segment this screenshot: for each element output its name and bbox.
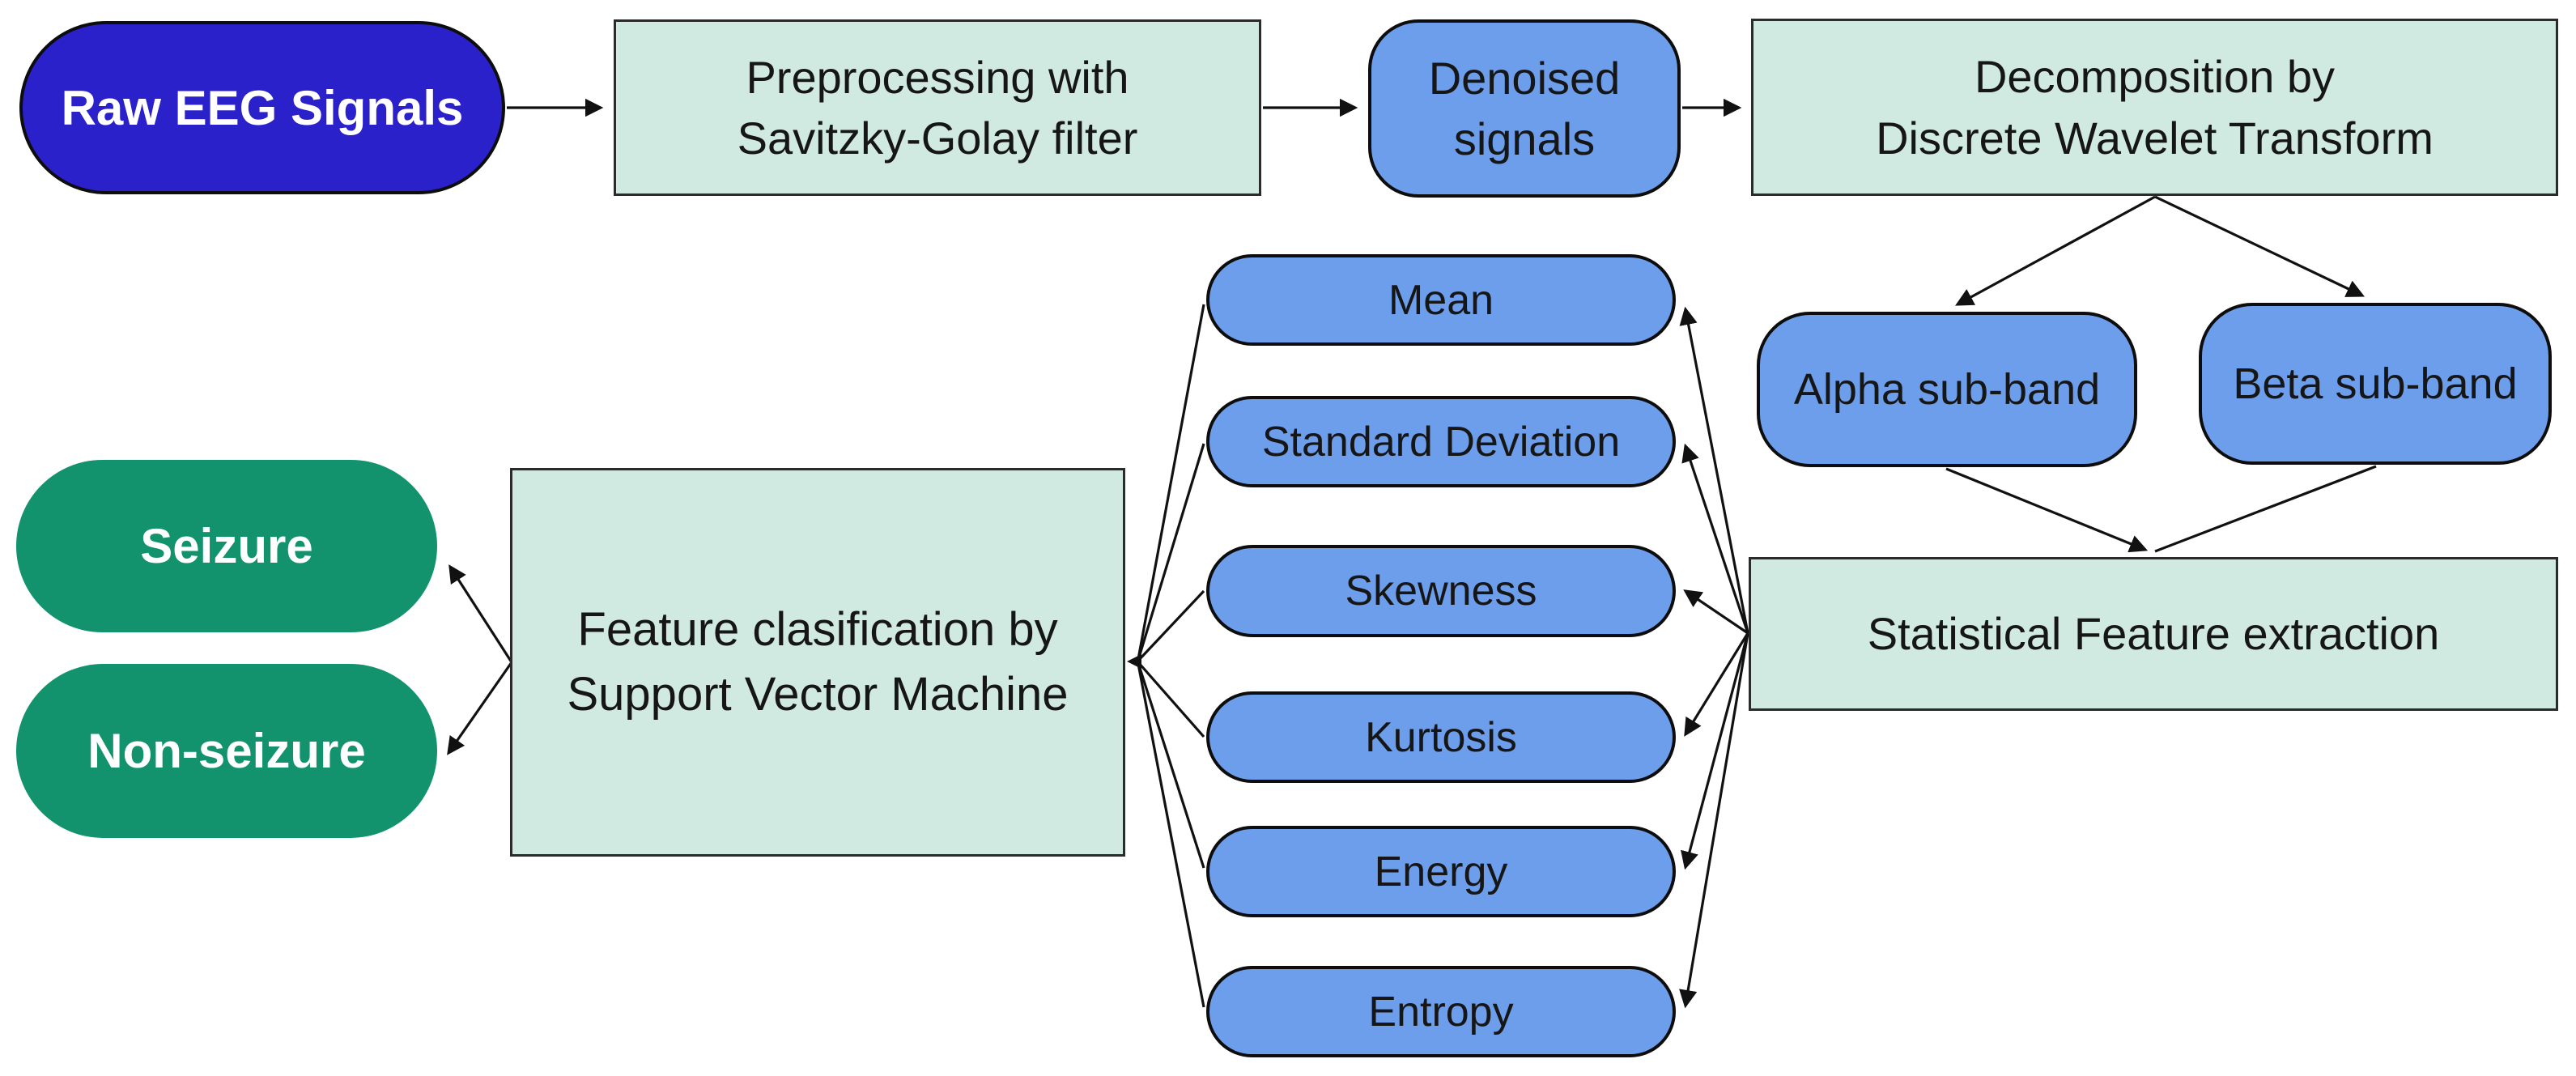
line-skewness-to-svm: [1137, 589, 1205, 662]
denoised-label-line2: signals: [1453, 113, 1596, 164]
feature-energy-label: Energy: [1374, 848, 1508, 895]
node-decomposition: Decomposition by Discrete Wavelet Transf…: [1751, 19, 2558, 196]
node-alpha-sub-band: Alpha sub-band: [1757, 312, 2137, 467]
node-svm-classification: Feature clasification by Support Vector …: [510, 468, 1125, 857]
alpha-sub-band-label: Alpha sub-band: [1793, 365, 2101, 414]
node-preprocessing: Preprocessing with Savitzky-Golay filter: [614, 19, 1261, 196]
arrow-decomposition-to-alpha: [1955, 195, 2156, 306]
arrow-decomposition-to-beta: [2154, 195, 2366, 297]
decomposition-label-line1: Decomposition by: [1974, 51, 2336, 103]
feature-skewness-label: Skewness: [1345, 568, 1537, 615]
node-non-seizure: Non-seizure: [16, 664, 437, 838]
non-seizure-label: Non-seizure: [87, 724, 366, 778]
node-feature-kurtosis: Kurtosis: [1206, 691, 1676, 783]
denoised-label-line1: Denoised: [1428, 52, 1621, 104]
node-feature-skewness: Skewness: [1206, 545, 1676, 637]
feature-kurtosis-label: Kurtosis: [1365, 713, 1517, 761]
svm-label-line2: Support Vector Machine: [567, 668, 1069, 721]
node-feature-entropy: Entropy: [1206, 966, 1676, 1057]
arrow-statistical-to-mean: [1679, 306, 1749, 634]
node-raw-eeg-signals: Raw EEG Signals: [19, 21, 505, 194]
line-entropy-to-svm: [1137, 663, 1205, 1008]
line-std-to-svm: [1137, 443, 1205, 661]
beta-sub-band-label: Beta sub-band: [2233, 359, 2518, 408]
line-kurtosis-to-svm: [1137, 661, 1205, 738]
preprocessing-label-line2: Savitzky-Golay filter: [737, 113, 1138, 164]
feature-entropy-label: Entropy: [1368, 988, 1514, 1036]
arrow-statistical-to-skewness: [1683, 589, 1749, 635]
arrow-svm-to-seizure: [448, 564, 513, 663]
svm-label-line1: Feature clasification by: [577, 602, 1058, 656]
line-energy-to-svm: [1137, 662, 1205, 869]
arrow-statistical-to-energy: [1681, 632, 1749, 870]
node-beta-sub-band: Beta sub-band: [2199, 303, 2552, 465]
arrow-statistical-to-entropy: [1679, 632, 1749, 1009]
arrow-alpha-to-statistical: [1945, 467, 2149, 553]
feature-mean-label: Mean: [1388, 276, 1494, 324]
node-feature-energy: Energy: [1206, 826, 1676, 917]
node-feature-standard-deviation: Standard Deviation: [1206, 396, 1676, 487]
statistical-feature-extraction-label: Statistical Feature extraction: [1867, 608, 2440, 660]
preprocessing-label-line1: Preprocessing with: [746, 51, 1129, 103]
line-mean-to-svm: [1137, 304, 1205, 660]
arrowhead-features-to-svm: [1127, 654, 1141, 669]
arrow-beta-to-statistical: [2154, 465, 2377, 553]
arrow-statistical-to-std: [1681, 443, 1749, 634]
arrow-statistical-to-kurtosis: [1684, 632, 1749, 737]
node-seizure: Seizure: [16, 460, 437, 632]
feature-standard-deviation-label: Standard Deviation: [1261, 418, 1621, 466]
raw-eeg-signals-label: Raw EEG Signals: [61, 80, 464, 135]
arrow-svm-to-nonseizure: [447, 661, 513, 755]
node-denoised-signals: Denoised signals: [1368, 19, 1681, 198]
seizure-label: Seizure: [140, 519, 313, 573]
decomposition-label-line2: Discrete Wavelet Transform: [1876, 112, 2434, 164]
node-feature-mean: Mean: [1206, 254, 1676, 346]
node-statistical-feature-extraction: Statistical Feature extraction: [1749, 557, 2558, 711]
